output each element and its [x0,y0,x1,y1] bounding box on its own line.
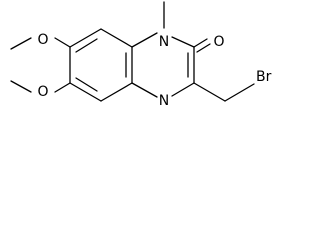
bond [69,28,102,48]
atom-o-carbonyl: O [213,34,224,50]
carbonyl-bond [193,38,208,48]
methoxy-bond [54,37,71,48]
chemical-structure-diagram: N N O Br O O [10,1,272,109]
pyrazinone-ring [131,32,195,98]
methoxy-bond [54,82,71,93]
bond [224,83,255,102]
bond [100,82,133,102]
double-bond-inner [75,77,98,92]
atom-n4: N [159,93,169,109]
methoxy-bond [10,80,32,93]
atom-br: Br [256,69,272,85]
benzene-ring [69,28,133,102]
methoxy-bond [10,37,32,50]
bond [131,32,158,48]
bond [171,82,195,97]
atom-labels: N N O Br O O [37,32,271,109]
atom-o-methoxy-lower: O [37,84,48,100]
double-bond-inner [75,38,98,53]
bond [100,28,133,48]
bond [69,82,102,102]
atom-o-methoxy-upper: O [37,32,48,48]
bond [131,82,158,98]
bond [171,36,195,48]
bond [193,82,226,102]
atom-n1: N [159,34,169,50]
carbonyl-bond [196,43,211,53]
substituents [10,1,255,102]
